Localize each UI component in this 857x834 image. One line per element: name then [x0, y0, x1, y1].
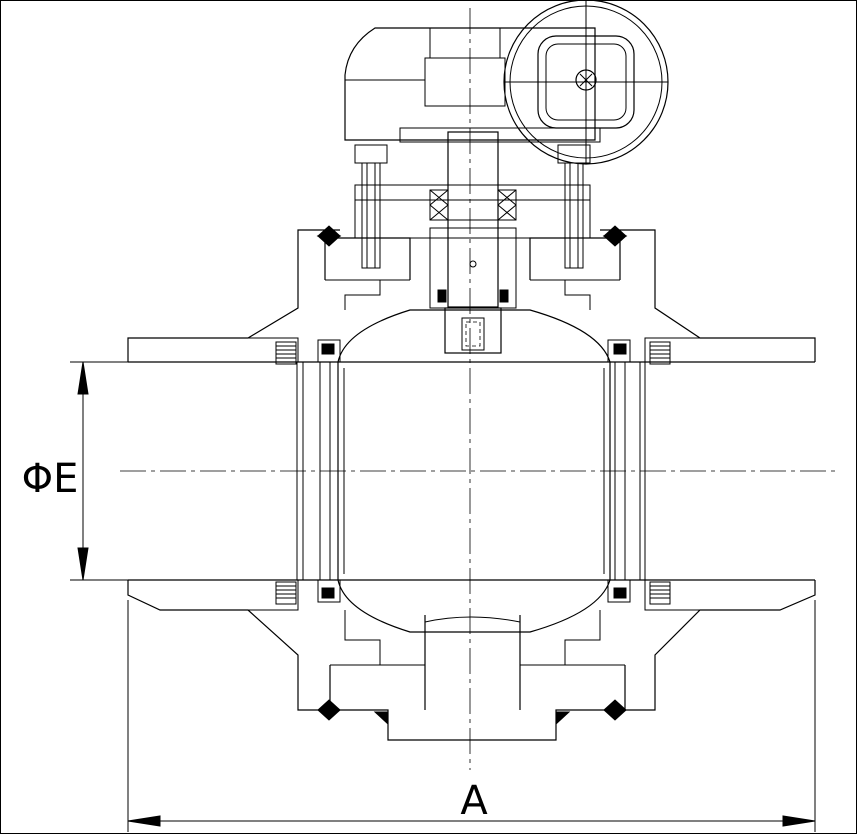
seat-rings: [317, 339, 631, 603]
dimension-label-a: A: [460, 778, 488, 824]
seat-springs: [275, 341, 671, 605]
handwheel-icon: [503, 0, 669, 165]
bottom-trunnion: [329, 610, 626, 741]
dimension-E: ΦE: [22, 361, 128, 581]
stem: [429, 131, 517, 354]
top-bonnet: [324, 184, 621, 310]
bonnet-bolts: [354, 144, 591, 269]
dimension-label-e: ΦE: [22, 456, 79, 502]
ball: [337, 309, 611, 633]
body-outline: [127, 229, 816, 711]
gearbox: [344, 27, 601, 143]
seal-markers: [316, 225, 628, 726]
dimension-A: A: [127, 600, 816, 832]
